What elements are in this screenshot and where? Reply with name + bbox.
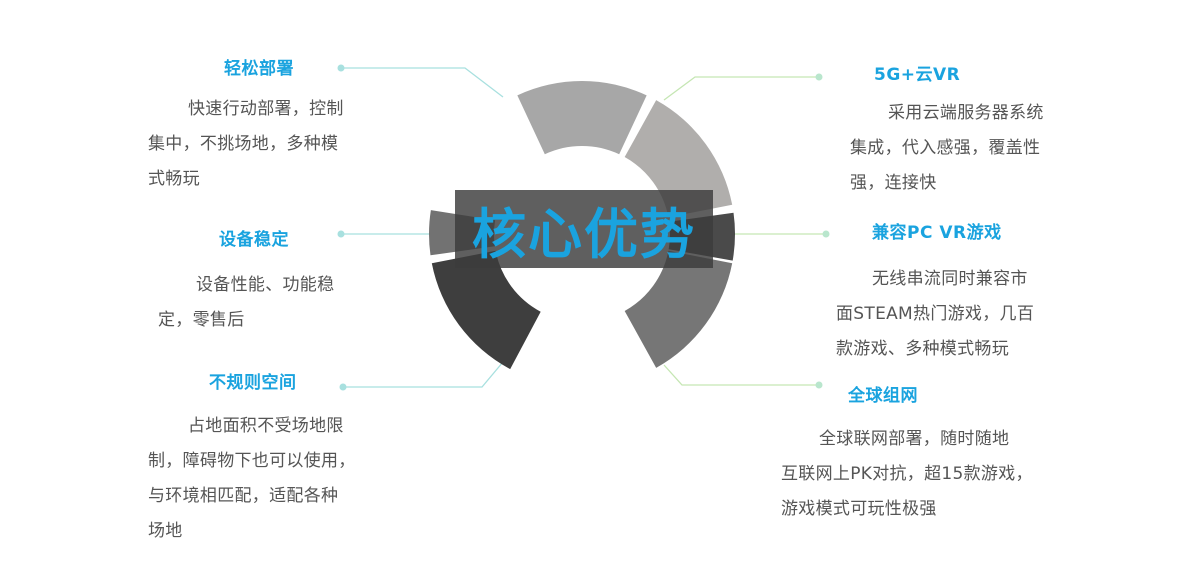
feature-desc-cloud-vr: 采用云端服务器系统 集成，代入感强，覆盖性 强，连接快 (850, 96, 1080, 201)
feature-desc-easy-deploy: 快速行动部署，控制 集中，不挑场地，多种模 式畅玩 (148, 92, 373, 197)
feature-title-cloud-vr: 5G+云VR (874, 65, 961, 85)
feature-title-stable: 设备稳定 (219, 230, 289, 250)
desc-line: 全球联网部署，随时随地 (819, 429, 1010, 449)
desc-line: 采用云端服务器系统 (888, 103, 1044, 123)
desc-line: 强，连接快 (850, 173, 937, 193)
desc-line: 设备性能、功能稳 (196, 275, 335, 295)
ring-segment-bottom-right (624, 250, 733, 368)
feature-title-easy-deploy: 轻松部署 (224, 59, 294, 79)
desc-line: 集成，代入感强，覆盖性 (850, 138, 1041, 158)
connector-global-network (663, 364, 819, 386)
feature-title-global-network: 全球组网 (848, 386, 918, 406)
desc-line: 集中，不挑场地，多种模 (148, 134, 339, 154)
desc-line: 款游戏、多种模式畅玩 (836, 339, 1009, 359)
ring-segment-top-right (624, 100, 733, 218)
connector-dot-global-network (815, 381, 823, 389)
connector-dot-irregular-space (339, 383, 347, 391)
feature-title-pc-vr: 兼容PC VR游戏 (872, 223, 1002, 243)
desc-line: 与环境相匹配，适配各种 (148, 486, 339, 506)
connector-dot-cloud-vr (815, 73, 823, 81)
connector-dot-stable (337, 230, 345, 238)
connector-irregular-space (343, 361, 504, 388)
desc-line: 式畅玩 (148, 169, 200, 189)
connector-cloud-vr (663, 76, 819, 101)
feature-title-irregular-space: 不规则空间 (209, 373, 297, 393)
ring-segment-bottom-left (431, 250, 541, 370)
desc-line: 场地 (148, 521, 183, 541)
connector-dot-pc-vr (822, 230, 830, 238)
connector-dot-easy-deploy (337, 64, 345, 72)
center-title: 核心优势 (455, 190, 713, 268)
feature-desc-global-network: 全球联网部署，随时随地 互联网上PK对抗，超15款游戏， 游戏模式可玩性极强 (781, 422, 1081, 527)
connector-easy-deploy (341, 67, 504, 98)
desc-line: 面STEAM热门游戏，几百 (836, 304, 1035, 324)
ring-segment-top-left (517, 81, 647, 155)
desc-line: 定，零售后 (158, 310, 245, 330)
feature-desc-pc-vr: 无线串流同时兼容市 面STEAM热门游戏，几百 款游戏、多种模式畅玩 (836, 262, 1076, 367)
desc-line: 游戏模式可玩性极强 (781, 499, 937, 519)
desc-line: 占地面积不受场地限 (188, 416, 344, 436)
desc-line: 快速行动部署，控制 (188, 99, 344, 119)
desc-line: 制，障碍物下也可以使用， (148, 451, 356, 471)
feature-desc-irregular-space: 占地面积不受场地限 制，障碍物下也可以使用， 与环境相匹配，适配各种 场地 (148, 409, 388, 549)
desc-line: 互联网上PK对抗，超15款游戏， (781, 464, 1033, 484)
desc-line: 无线串流同时兼容市 (872, 269, 1028, 289)
feature-desc-stable: 设备性能、功能稳 定，零售后 (158, 268, 368, 338)
